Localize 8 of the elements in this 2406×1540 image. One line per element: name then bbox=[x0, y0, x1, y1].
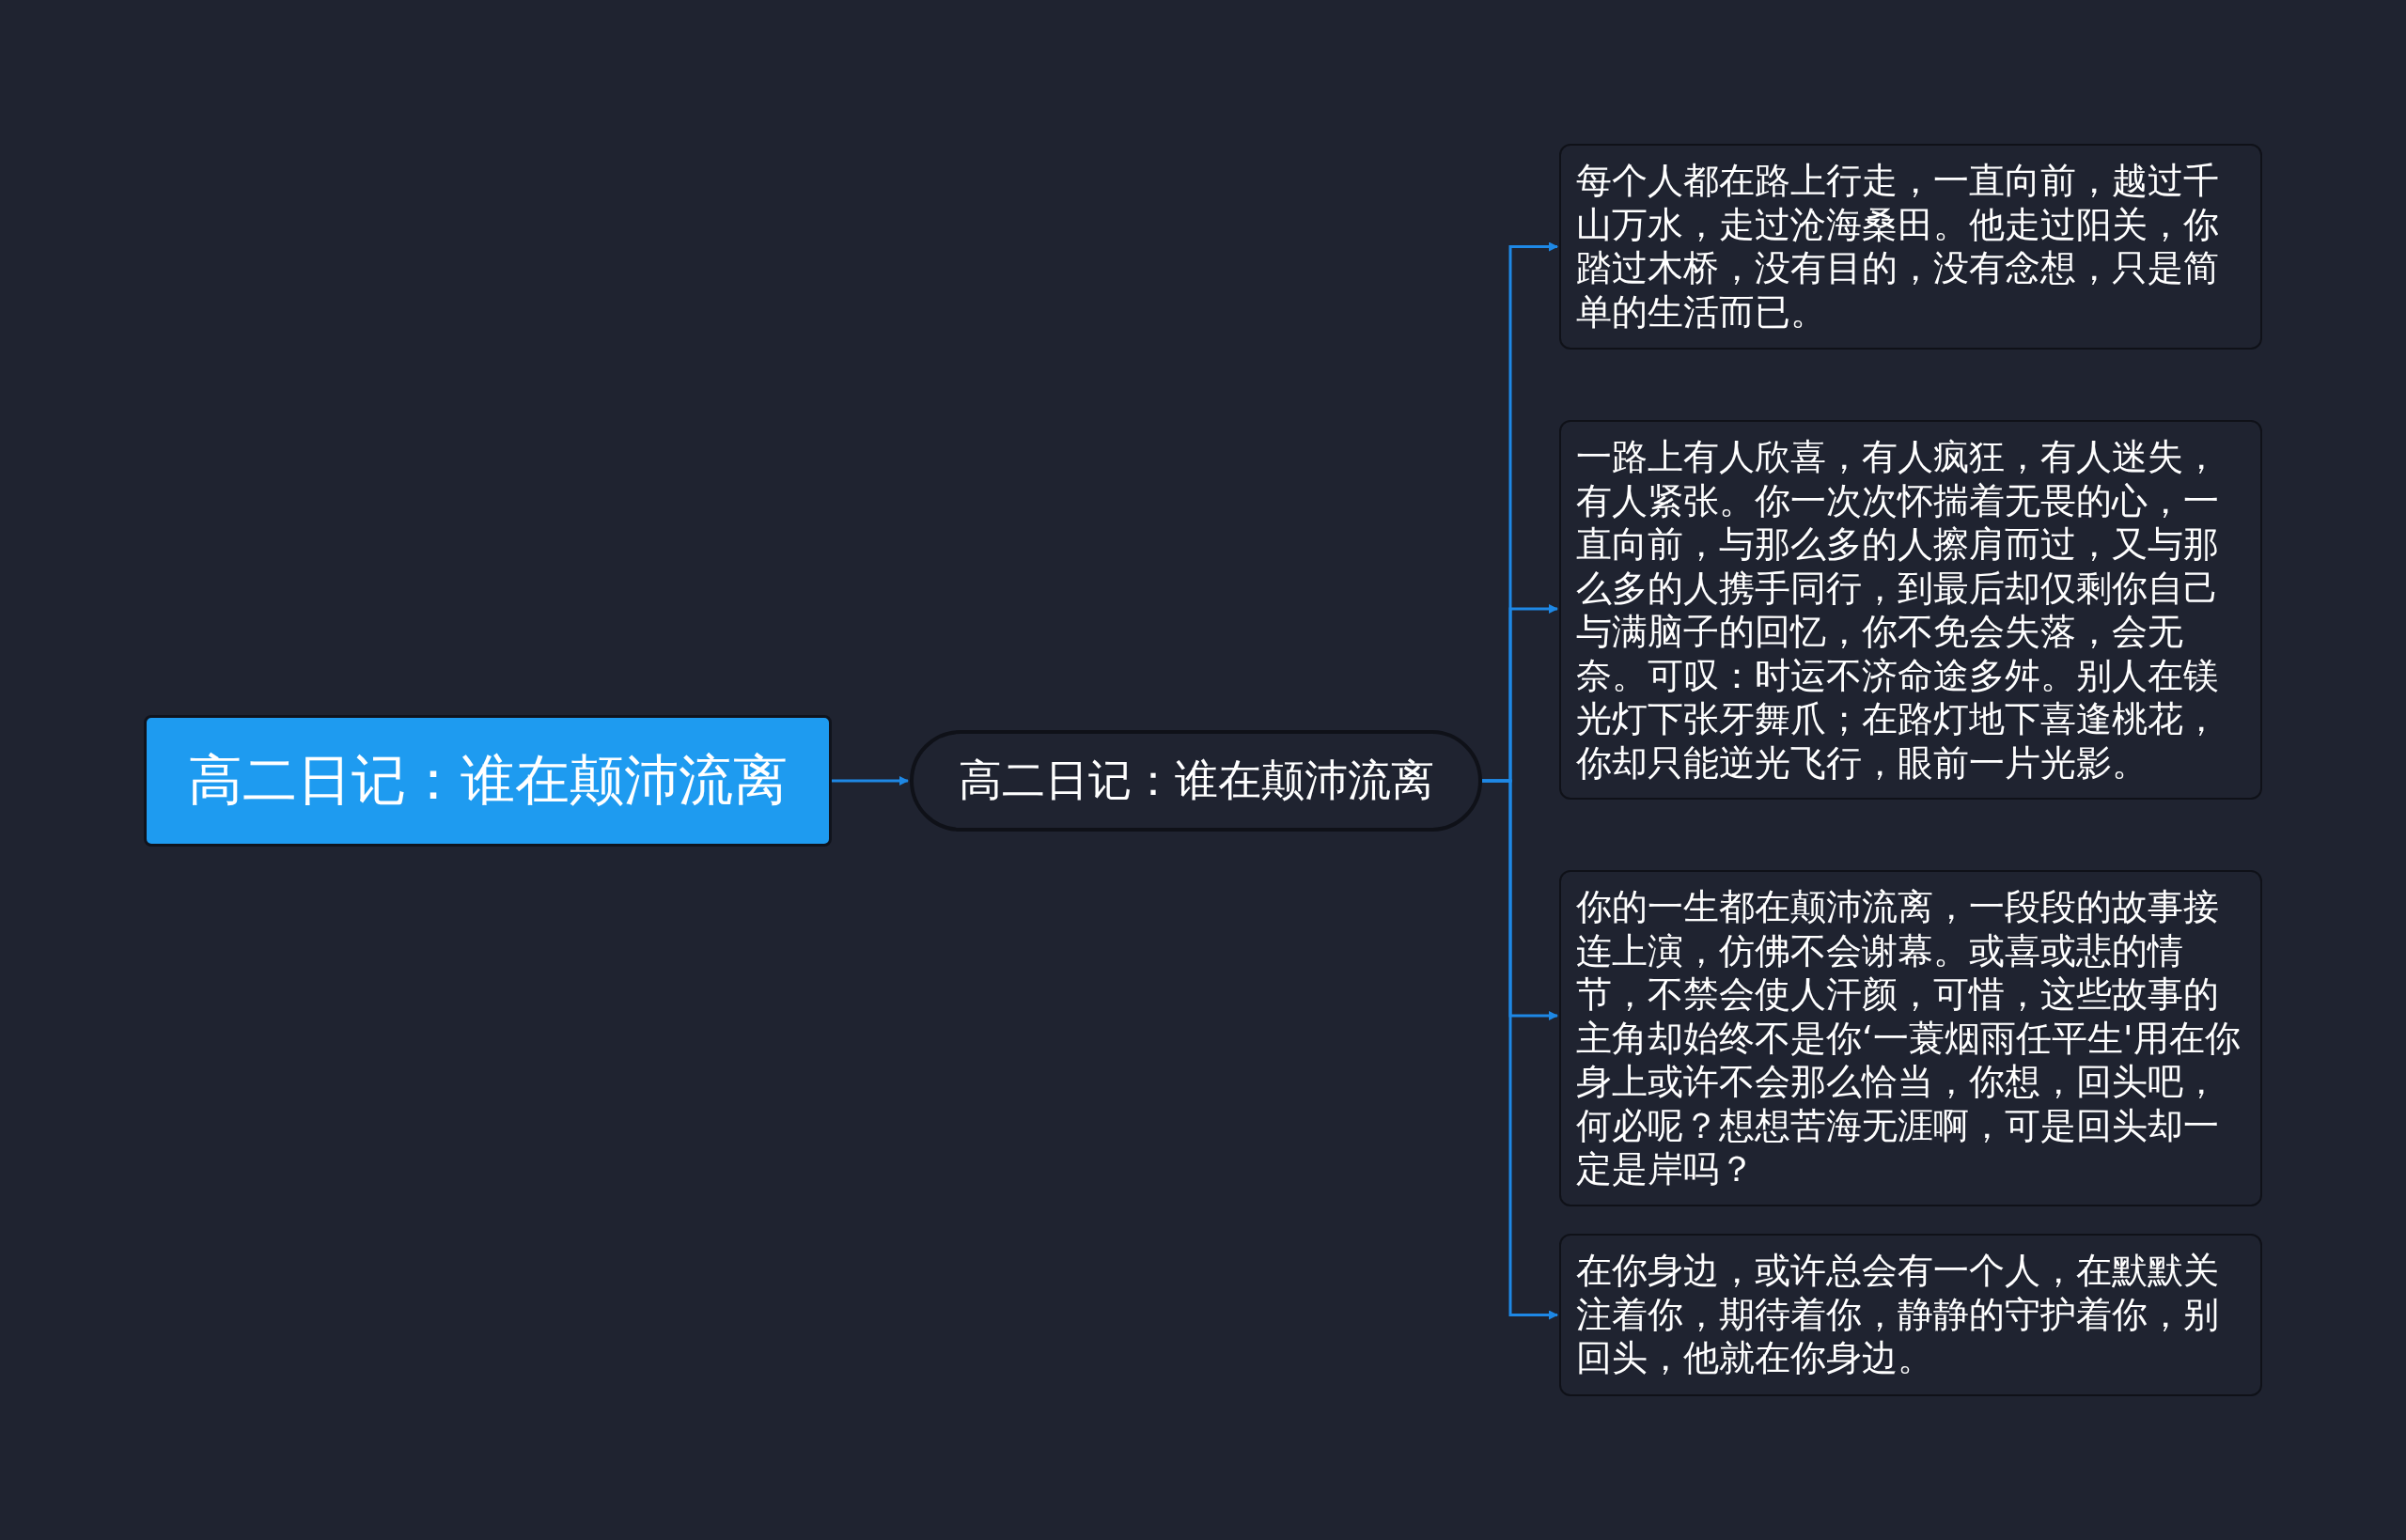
text-box: 你的一生都在颠沛流离，一段段的故事接连上演，仿佛不会谢幕。或喜或悲的情节，不禁会使人汗颜，可惜，这些故事的主角却始终不是你‘一蓑烟雨任平生'用在你身上或许不会那么恰当，你想，回头吧，何必呢？想想苦海无涯啊，可是回头却一定是岸吗？ bbox=[1559, 870, 2262, 1206]
text-box: 一路上有人欣喜，有人疯狂，有人迷失，有人紧张。你一次次怀揣着无畏的心，一直向前，与那么多的人擦肩而过，又与那么多的人携手同行，到最后却仅剩你自己与满脑子的回忆，你不免会失落，会无奈。可叹：时运不济命途多舛。别人在镁光灯下张牙舞爪；在路灯地下喜逢桃花，你却只能逆光飞行，眼前一片光影。 bbox=[1559, 420, 2262, 800]
text-box: 每个人都在路上行走，一直向前，越过千山万水，走过沧海桑田。他走过阳关，你踏过木桥，没有目的，没有念想，只是简单的生活而已。 bbox=[1559, 144, 2262, 350]
topic-pill: 高二日记：谁在颠沛流离 bbox=[910, 730, 1482, 832]
connector-arrow bbox=[1482, 779, 1558, 1320]
text-box: 在你身边，或许总会有一个人，在默默关注着你，期待着你，静静的守护着你，别回头，他就在你身边。 bbox=[1559, 1234, 2262, 1396]
connector-arrow bbox=[832, 776, 909, 786]
root-box: 高二日记：谁在颠沛流离 bbox=[144, 715, 832, 847]
